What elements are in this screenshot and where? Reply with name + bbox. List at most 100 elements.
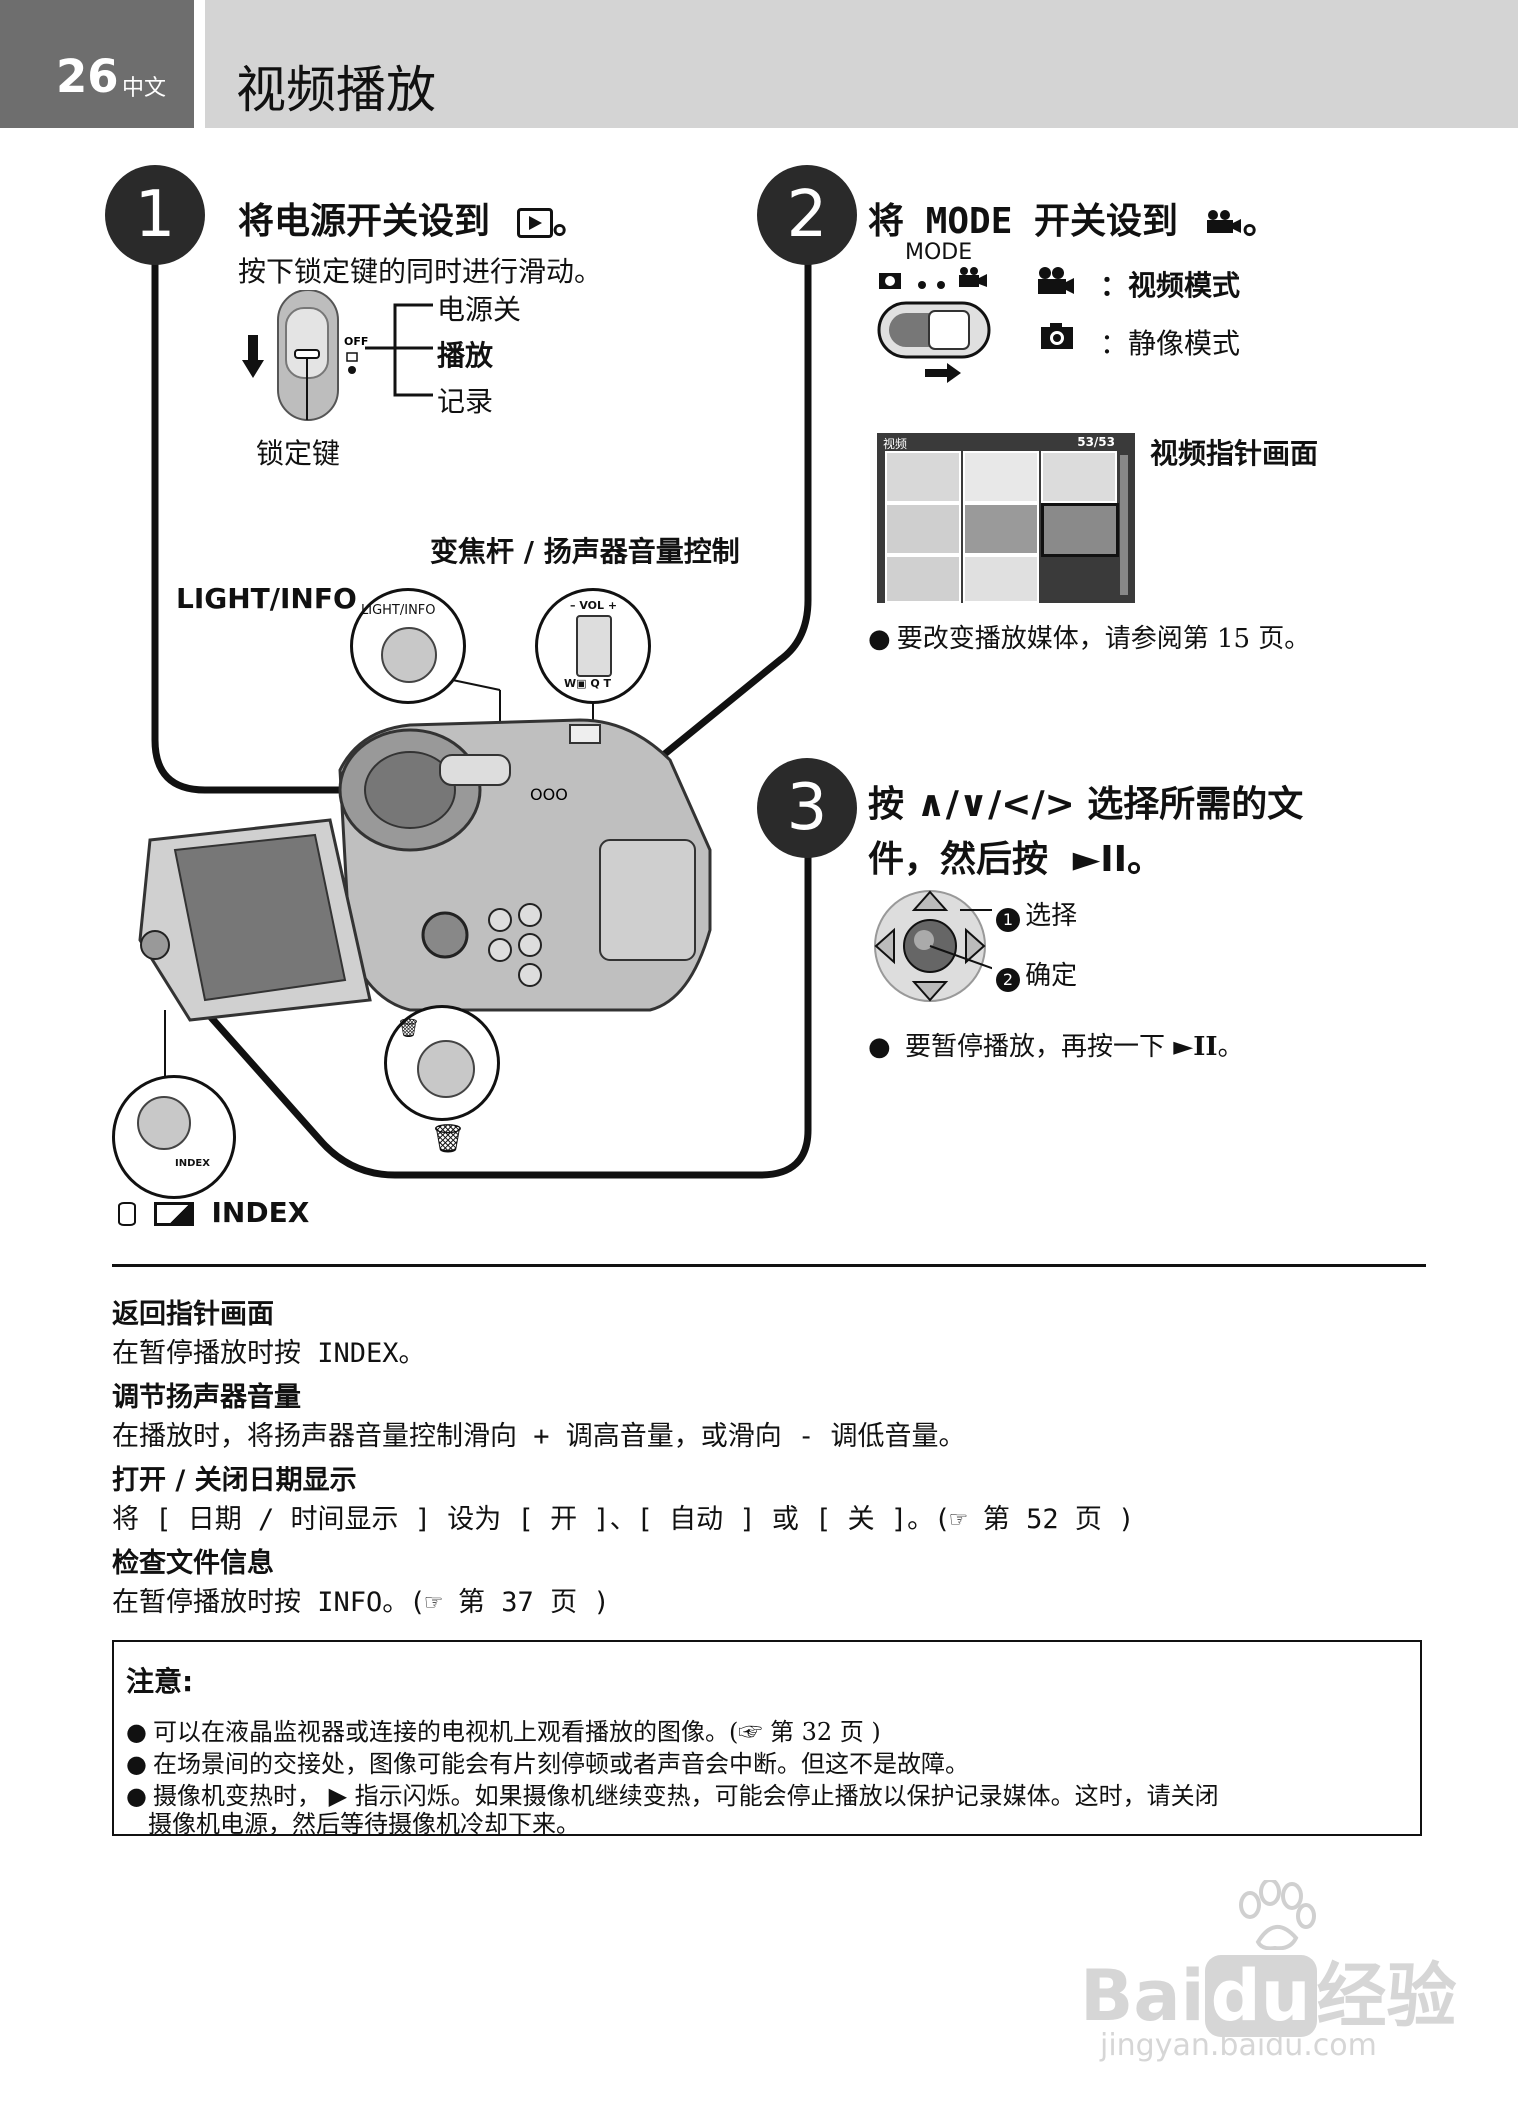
select-callout: 1 选择 — [996, 895, 1077, 932]
light-info-button[interactable] — [381, 627, 437, 683]
step-3-badge: 3 — [757, 758, 857, 858]
section-body: 将 [ 日期 / 时间显示 ] 设为 [ 开 ]、[ 自动 ] 或 [ 关 ]。… — [112, 1497, 1134, 1536]
section-divider — [112, 1264, 1426, 1267]
watermark-brand: Bai — [1080, 1955, 1205, 2037]
index-thumbnail — [885, 451, 961, 503]
step-3-note-text: 要暂停播放，再按一下 — [905, 1032, 1165, 1062]
step-2-heading: 将 MODE 开关设到 。 — [868, 192, 1279, 244]
info-section: 调节扬声器音量 在播放时，将扬声器音量控制滑向 + 调高音量，或滑向 - 调低音… — [112, 1375, 966, 1453]
info-section: 打开 / 关闭日期显示 将 [ 日期 / 时间显示 ] 设为 [ 开 ]、[ 自… — [112, 1458, 1134, 1536]
card-icon — [154, 1202, 194, 1226]
section-title: 打开 / 关闭日期显示 — [112, 1458, 1134, 1497]
video-mode-row: ：视频模式 — [1036, 266, 1076, 300]
section-body: 在暂停播放时按 INFO。(☞ 第 37 页 ) — [112, 1580, 610, 1619]
switch-bracket — [365, 300, 433, 410]
still-mode-label: ：静像模式 — [1100, 322, 1240, 362]
delete-button-callout: 🗑 — [384, 1005, 500, 1121]
label-record: 记录 — [437, 380, 493, 420]
index-screen-title: 视频指针画面 — [1150, 432, 1318, 472]
trash-icon-small: 🗑 — [397, 1018, 420, 1039]
label-power-off: 电源关 — [437, 288, 521, 328]
lock-button-label: 锁定键 — [256, 432, 340, 472]
video-camera-icon — [1205, 203, 1243, 244]
watermark-brand-3: 经验 — [1317, 1955, 1457, 2037]
index-caption: INDEX — [118, 1196, 309, 1229]
zoom-lever-callout: – VOL + W▣ Q T — [535, 588, 651, 704]
playback-icon — [517, 208, 553, 238]
step-2-heading-text: 将 MODE 开关设到 — [868, 201, 1178, 242]
light-info-button-text: LIGHT/INFO — [361, 603, 436, 618]
mode-label: MODE — [905, 240, 972, 265]
index-thumbnail — [885, 503, 961, 555]
note-title: 注意: — [126, 1660, 193, 1700]
step-2-heading-end: 。 — [1243, 201, 1279, 242]
index-caption-text: INDEX — [212, 1196, 310, 1229]
info-section: 返回指针画面 在暂停播放时按 INDEX。 — [112, 1292, 426, 1370]
step-3-heading-end: 。 — [1127, 839, 1163, 880]
still-mode-row: ：静像模式 — [1040, 322, 1074, 354]
watermark-brand-2: du — [1205, 1955, 1317, 2037]
trash-icon: 🗑 — [430, 1122, 466, 1155]
note-item: 在场景间的交接处，图像可能会有片刻停顿或者声音会中断。但这不是故障。 — [126, 1744, 969, 1779]
section-body: 在播放时，将扬声器音量控制滑向 + 调高音量，或滑向 - 调低音量。 — [112, 1414, 966, 1453]
step-3-note-end: 。 — [1218, 1032, 1244, 1062]
step-1-heading-text: 将电源开关设到 — [238, 201, 490, 242]
lcd-marks: OOO — [530, 785, 568, 804]
callout-2-badge: 2 — [996, 968, 1020, 992]
label-playback: 播放 — [437, 334, 493, 374]
callout-1-badge: 1 — [996, 908, 1020, 932]
light-info-callout: LIGHT/INFO — [350, 588, 466, 704]
index-screen: 视频 53/53 — [877, 433, 1135, 603]
index-thumbnail — [963, 451, 1039, 503]
info-section: 检查文件信息 在暂停播放时按 INFO。(☞ 第 37 页 ) — [112, 1541, 610, 1619]
section-body: 在暂停播放时按 INDEX。 — [112, 1331, 426, 1370]
index-button-text: INDEX — [175, 1158, 210, 1169]
step-1-subtext: 按下锁定键的同时进行滑动。 — [238, 250, 602, 290]
zoom-lever[interactable] — [576, 615, 612, 677]
play-pause-icon: ►II — [1173, 1032, 1217, 1062]
step-3-heading-line1: 按 ∧/∨/</> 选择所需的文 — [868, 775, 1303, 827]
confirm-label: 确定 — [1025, 961, 1077, 991]
index-thumbnail — [963, 555, 1039, 603]
vol-label: – VOL + — [570, 599, 617, 612]
mode-switch-illustration — [877, 265, 1007, 385]
light-info-label: LIGHT/INFO — [176, 582, 357, 615]
play-pause-icon: ►II — [1073, 839, 1127, 880]
watermark-logo: Baidu经验 — [1080, 1940, 1457, 2041]
step-3-heading-text: 件，然后按 — [868, 839, 1048, 880]
index-scrollbar — [1120, 455, 1128, 595]
index-button-callout: INDEX — [112, 1075, 236, 1199]
watermark-url: jingyan.baidu.com — [1100, 2028, 1377, 2063]
delete-button[interactable] — [417, 1040, 475, 1098]
section-title: 调节扬声器音量 — [112, 1375, 966, 1414]
index-screen-header-right: 53/53 — [1077, 435, 1115, 449]
step-2-badge: 2 — [757, 165, 857, 265]
index-button[interactable] — [137, 1096, 191, 1150]
baidu-watermark: Baidu经验 jingyan.baidu.com — [1080, 1880, 1480, 2080]
camera-illustration: OOO — [110, 700, 720, 1030]
set-lever-illustration — [872, 888, 992, 1008]
select-label: 选择 — [1025, 901, 1077, 931]
section-title: 检查文件信息 — [112, 1541, 610, 1580]
index-screen-header-left: 视频 — [883, 435, 907, 452]
confirm-callout: 2 确定 — [996, 955, 1077, 992]
index-thumbnail-selected — [1041, 503, 1119, 557]
step-1-heading-end: 。 — [553, 201, 589, 242]
section-title: 返回指针画面 — [112, 1292, 426, 1331]
step-1-heading: 将电源开关设到 。 — [238, 192, 589, 244]
step-2-note: 要改变播放媒体，请参阅第 15 页。 — [868, 618, 1310, 655]
media-icon — [118, 1202, 136, 1226]
index-thumbnail — [885, 555, 961, 603]
note-item-continued: 摄像机电源，然后等待摄像机冷却下来。 — [148, 1804, 580, 1839]
video-mode-icon — [1036, 266, 1076, 296]
video-mode-label: ：视频模式 — [1100, 264, 1240, 304]
zoom-lever-label: 变焦杆 / 扬声器音量控制 — [430, 530, 740, 570]
index-thumbnail — [963, 503, 1039, 555]
still-camera-icon — [1040, 322, 1074, 350]
note-box: 注意: 可以在液晶监视器或连接的电视机上观看播放的图像。(☞ 第 32 页 ) … — [112, 1640, 1422, 1836]
step-3-note: 要暂停播放，再按一下 ►II。 — [868, 1026, 1244, 1063]
wt-label: W▣ Q T — [564, 677, 611, 690]
step-3-heading-line2: 件，然后按 ►II。 — [868, 830, 1163, 882]
step-1-badge: 1 — [105, 165, 205, 265]
index-thumbnail — [1041, 451, 1117, 503]
